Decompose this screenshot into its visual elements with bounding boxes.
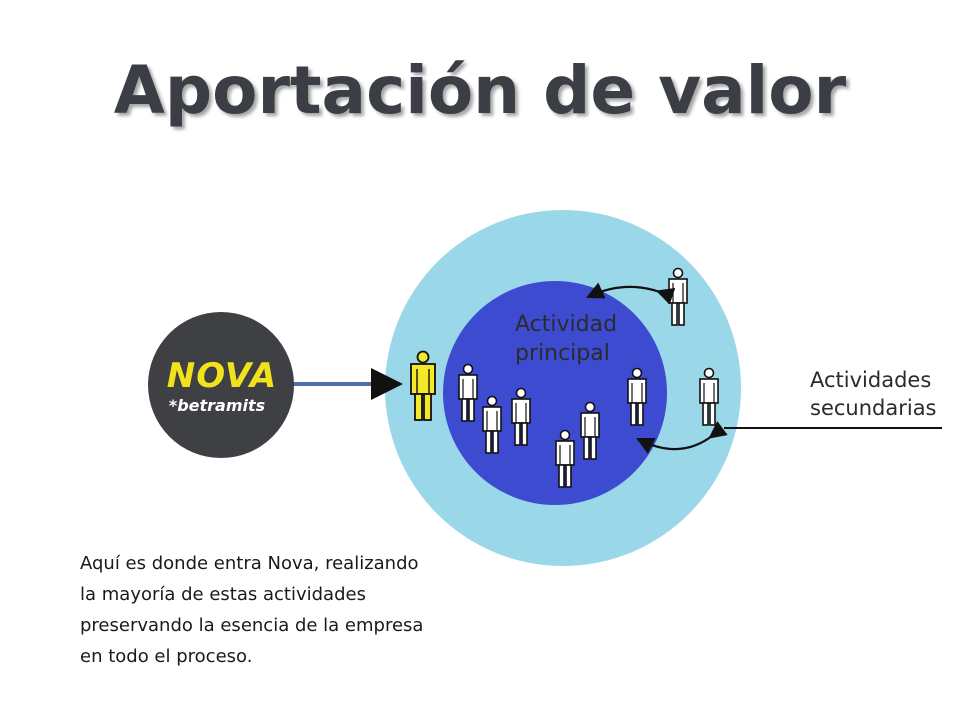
label-actividad-principal: Actividad principal <box>515 312 618 366</box>
nova-logo: NOVA *betramits <box>148 312 294 458</box>
label-actividades-secundarias: Actividades secundarias <box>810 368 937 420</box>
logo-tagline: *betramits <box>168 396 266 415</box>
page-title: Aportación de valor <box>113 52 847 129</box>
curved-arrow-bottom <box>636 421 728 454</box>
curved-arrow-top <box>585 282 676 305</box>
description-text: Aquí es donde entra Nova, realizando la … <box>80 553 424 667</box>
inner-circle <box>443 281 667 505</box>
yellow-person-icon <box>410 350 436 421</box>
logo-name: NOVA <box>166 356 278 396</box>
